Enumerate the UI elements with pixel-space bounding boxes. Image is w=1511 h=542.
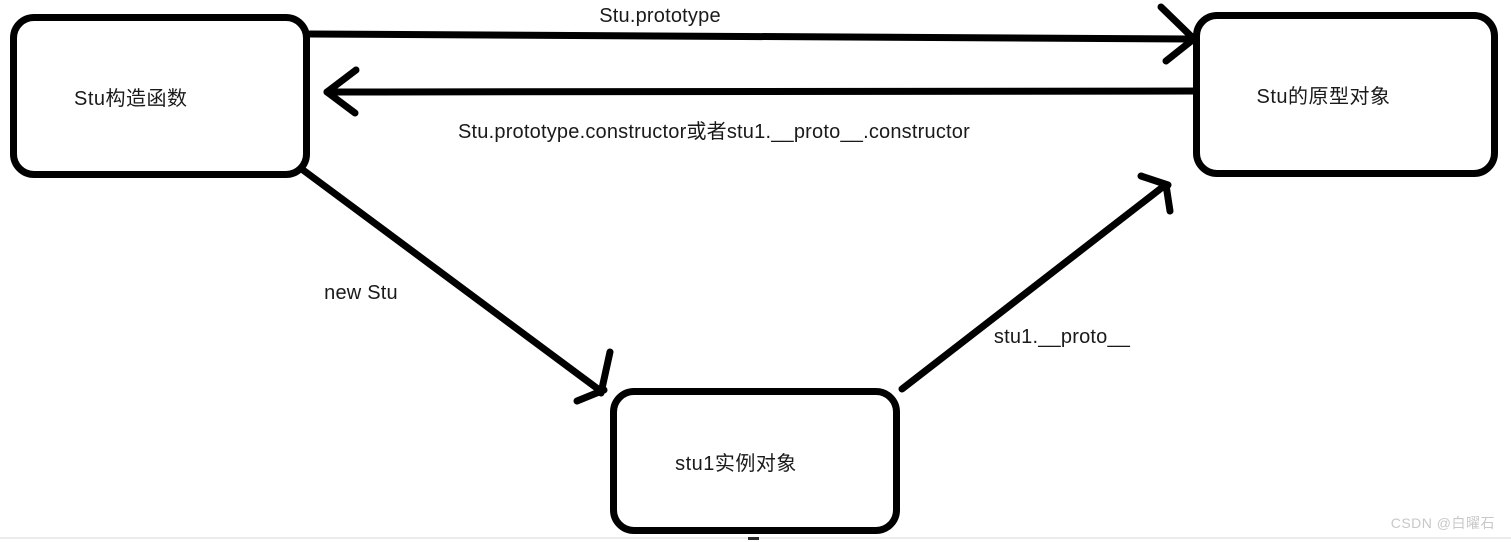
arrow-stu-prototype-head-lower bbox=[1162, 34, 1199, 65]
arrow-constructor-head-lower bbox=[323, 88, 359, 117]
node-stu-constructor-label: Stu构造函数 bbox=[74, 87, 188, 110]
arrow-constructor-shaft bbox=[330, 87, 1207, 96]
cropped-content-artifact bbox=[748, 537, 759, 540]
arrow-stu-prototype-shaft bbox=[306, 30, 1196, 43]
edge-label-new-stu: new Stu bbox=[324, 282, 398, 304]
arrow-stu-prototype-head-upper bbox=[1157, 3, 1200, 45]
node-stu-prototype-object-label: Stu的原型对象 bbox=[1256, 86, 1391, 108]
arrow-new-stu-shaft bbox=[299, 166, 602, 393]
arrow-proto-head-lower bbox=[1162, 181, 1174, 215]
edge-label-stu-prototype: Stu.prototype bbox=[599, 5, 721, 27]
arrow-new-stu-head-lower bbox=[573, 386, 608, 405]
arrow-proto-shaft bbox=[898, 182, 1168, 393]
edge-label-proto: stu1.__proto__ bbox=[993, 326, 1131, 348]
node-stu1-instance-label: stu1实例对象 bbox=[675, 452, 797, 475]
csdn-watermark: CSDN @白曜石 bbox=[1390, 515, 1495, 531]
arrow-new-stu-head-upper bbox=[597, 348, 614, 397]
node-stu1-instance: stu1实例对象 bbox=[610, 388, 900, 534]
arrow-constructor-head-upper bbox=[323, 66, 360, 96]
edge-label-constructor: Stu.prototype.constructor或者stu1.__proto_… bbox=[458, 121, 970, 143]
node-stu-prototype-object: Stu的原型对象 bbox=[1193, 12, 1498, 177]
node-stu-constructor: Stu构造函数 bbox=[10, 14, 310, 178]
